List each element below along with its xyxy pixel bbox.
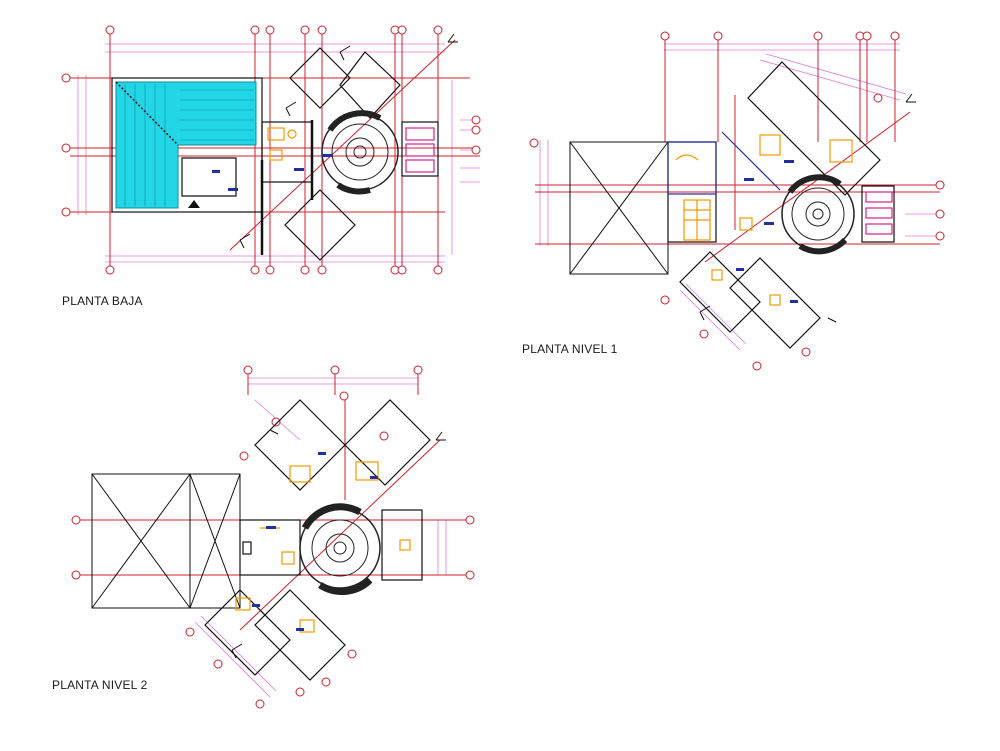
plan-planta-nivel-1 [529,31,945,371]
plan-title-planta-baja: PLANTA BAJA [62,294,143,308]
furniture [235,461,411,633]
grid-bubble-icon [529,31,945,371]
furniture [267,127,297,161]
walls [111,47,439,261]
plan-title-planta-nivel-1: PLANTA NIVEL 1 [522,342,618,356]
plan-planta-nivel-2 [71,365,475,709]
plan-planta-baja [61,25,481,275]
grid-bubble-icon [61,25,481,275]
spiral-stair [781,174,855,255]
void-box [569,141,669,275]
bathrooms [865,191,893,235]
furniture [675,134,853,306]
section-marker-icon [699,93,916,323]
blue-walls [667,131,781,195]
north-arrow-icon [188,200,200,208]
level-marks [252,452,378,631]
level-marks [212,154,332,191]
grid-axes [76,370,470,631]
grid-bubble-icon [71,365,475,709]
bathrooms [405,127,435,173]
plan-title-planta-nivel-2: PLANTA NIVEL 2 [52,678,148,692]
dimension-lines [539,43,945,351]
walls [204,399,431,681]
dimension-lines [77,43,480,263]
pool [115,81,257,209]
section-marker-icon [239,33,458,249]
spiral-stair [299,503,381,595]
grid-axes [535,36,940,263]
section-marker-icon [231,429,446,659]
level-marks [736,160,798,303]
dimension-lines [194,377,470,698]
void-box [91,473,241,609]
spiral-stair [321,110,399,195]
